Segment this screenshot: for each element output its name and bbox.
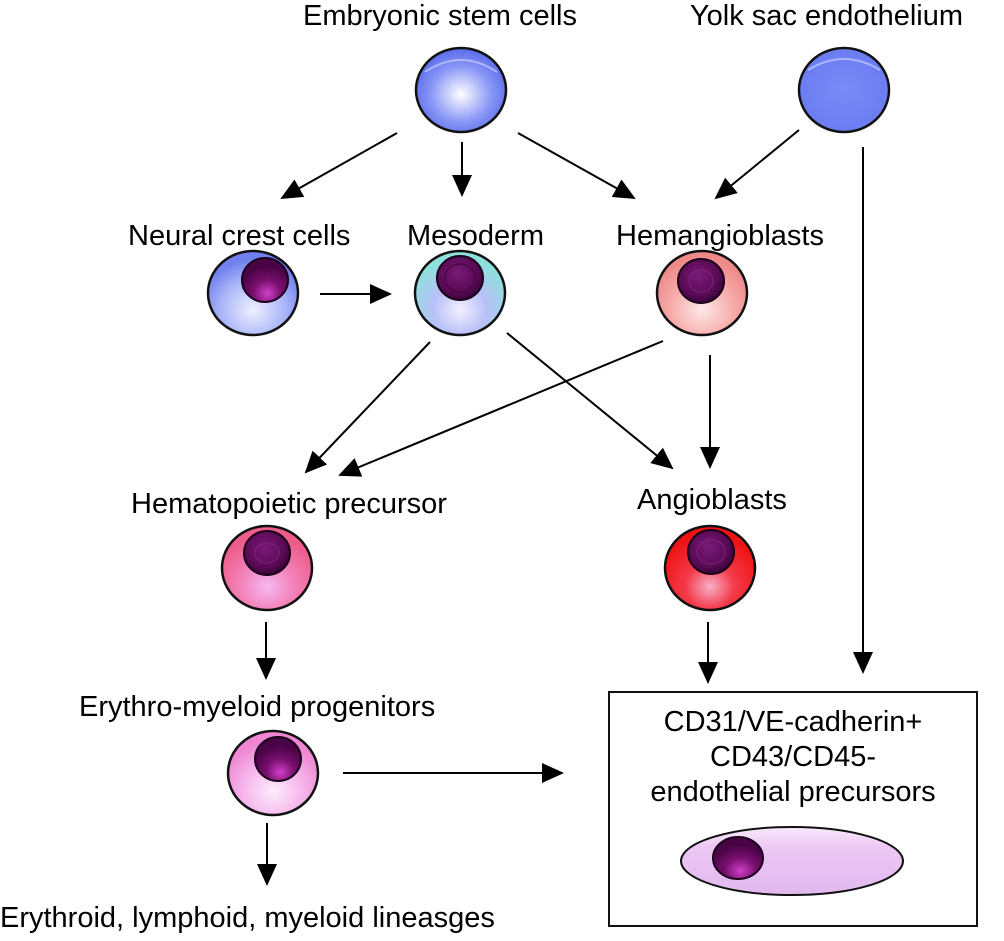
endothelial-line-1: CD31/VE-cadherin+ — [663, 706, 923, 738]
label-mesoderm: Mesoderm — [407, 220, 544, 252]
label-hematopoietic-precursor: Hematopoietic precursor — [131, 488, 447, 520]
label-erythro-myeloid-progenitors: Erythro-myeloid progenitors — [79, 691, 436, 723]
arrow-mesoderm-to-hemato — [304, 341, 431, 474]
nucleus-icon — [436, 255, 484, 301]
cell-hemangioblast — [655, 249, 749, 337]
label-neural-crest-cells: Neural crest cells — [128, 220, 351, 252]
endothelial-line-3: endothelial precursors — [650, 776, 936, 808]
nucleus-icon — [243, 530, 291, 576]
label-yolk-sac-endothelium: Yolk sac endothelium — [690, 0, 963, 32]
endothelial-precursor-label: CD31/VE-cadherin+ CD43/CD45- endothelial… — [598, 705, 988, 810]
arrow-yolk-to-hemangio — [714, 129, 800, 200]
arrow-esc-to-neural — [280, 132, 398, 199]
nucleus-icon — [687, 529, 735, 575]
cell-endothelial-precursor — [680, 826, 904, 896]
arrow-hemangio-to-hemato — [338, 340, 664, 477]
cell-hematopoietic-precursor — [220, 524, 314, 612]
arrow-mesoderm-to-angio — [506, 332, 674, 470]
cell-neural-crest — [206, 249, 300, 337]
nucleus-icon — [712, 836, 764, 880]
edges — [256, 129, 873, 886]
arrow-esc-to-hemangio — [517, 132, 636, 199]
endothelial-line-2: CD43/CD45- — [710, 741, 876, 773]
cell-angioblast — [663, 524, 757, 612]
cell-embryonic-stem — [414, 46, 508, 134]
nucleus-icon — [677, 258, 725, 304]
label-angioblasts: Angioblasts — [637, 484, 787, 516]
label-hemangioblasts: Hemangioblasts — [616, 220, 824, 252]
cell-erythro-myeloid-progenitor — [226, 729, 320, 817]
nucleus-icon — [241, 257, 289, 303]
label-embryonic-stem-cells: Embryonic stem cells — [303, 0, 577, 32]
cell-yolk-sac — [797, 46, 891, 134]
label-lineages: Erythroid, lymphoid, myeloid lineasges — [0, 902, 495, 934]
cell-mesoderm — [413, 249, 507, 337]
nucleus-icon — [254, 736, 302, 782]
